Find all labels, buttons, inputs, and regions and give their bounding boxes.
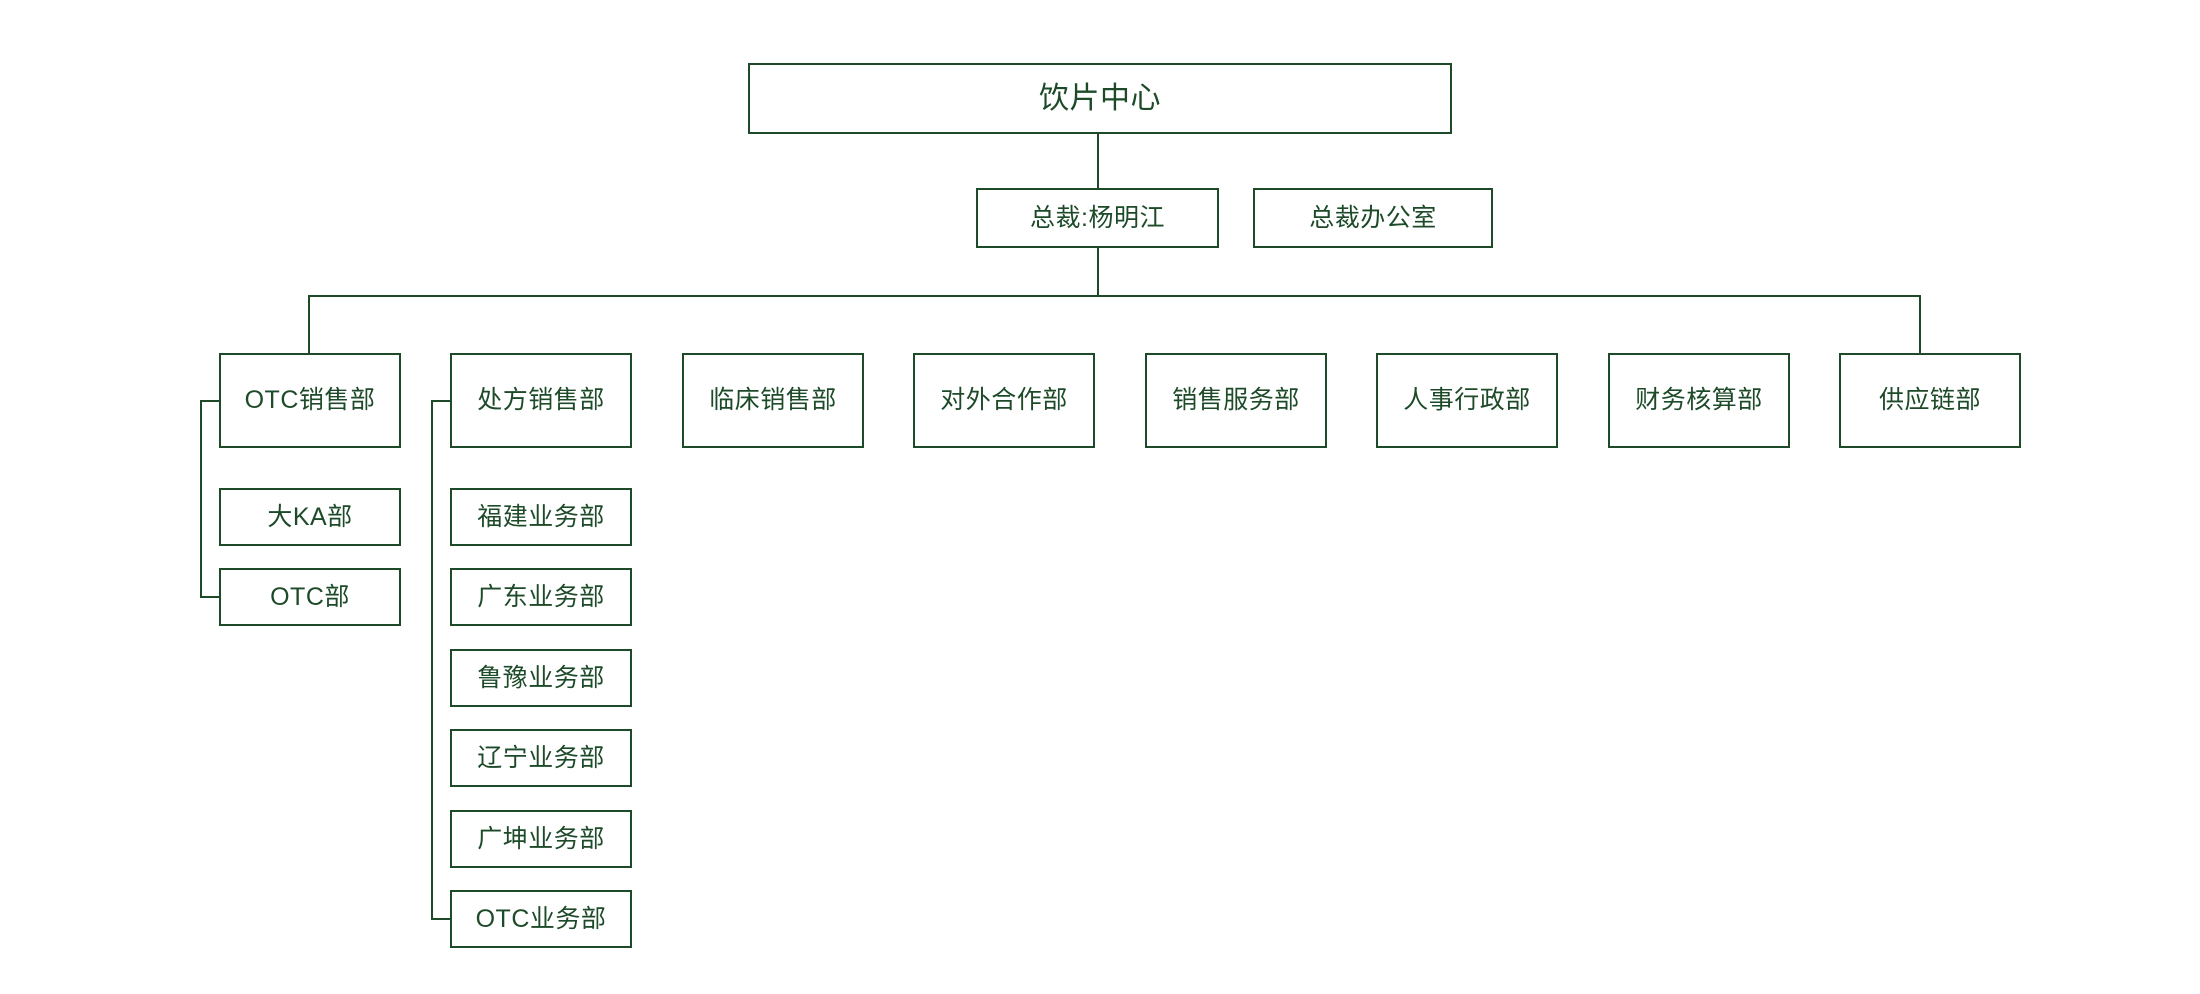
org-node-president[interactable]: 总裁:杨明江 [976, 188, 1219, 248]
org-node-label: 广东业务部 [477, 582, 605, 611]
org-node-label: 广坤业务部 [477, 824, 605, 853]
org-node-dept-rx-sales[interactable]: 处方销售部 [450, 353, 632, 448]
org-node-label: 辽宁业务部 [477, 743, 605, 772]
org-node-label: 总裁办公室 [1309, 203, 1437, 232]
org-node-label: OTC业务部 [475, 904, 607, 933]
org-node-label: 供应链部 [1878, 386, 1981, 414]
connector-president-to-bus [1097, 248, 1099, 296]
connector-root-to-president [1097, 134, 1099, 189]
org-node-dept-clinical-sales[interactable]: 临床销售部 [682, 353, 864, 448]
org-node-label: 人事行政部 [1403, 386, 1531, 414]
org-node-label: 饮片中心 [1039, 81, 1161, 115]
org-node-label: 财务核算部 [1635, 386, 1763, 414]
org-node-label: 处方销售部 [477, 386, 605, 414]
org-node-dept-hr-admin[interactable]: 人事行政部 [1376, 353, 1558, 448]
org-node-label: 临床销售部 [709, 386, 837, 414]
org-node-label: 大KA部 [267, 502, 353, 531]
connector-bus-drop-supply-chain [1919, 295, 1921, 354]
org-node-label: 销售服务部 [1172, 386, 1300, 414]
org-node-sub-liaoning[interactable]: 辽宁业务部 [450, 729, 632, 787]
org-node-dept-external-coop[interactable]: 对外合作部 [913, 353, 1095, 448]
org-node-label: 福建业务部 [477, 502, 605, 531]
connector-rx-branch-trunk [431, 400, 433, 919]
org-node-sub-fujian[interactable]: 福建业务部 [450, 488, 632, 546]
org-node-dept-otc-sales[interactable]: OTC销售部 [219, 353, 401, 448]
org-node-sub-big-ka[interactable]: 大KA部 [219, 488, 401, 546]
connector-otc-branch-trunk [200, 400, 202, 598]
org-node-president-office[interactable]: 总裁办公室 [1253, 188, 1493, 248]
connector-rx-branch-elbow [431, 918, 452, 920]
org-node-sub-luyu[interactable]: 鲁豫业务部 [450, 649, 632, 707]
org-node-sub-guangkun[interactable]: 广坤业务部 [450, 810, 632, 868]
org-node-sub-otc-business[interactable]: OTC业务部 [450, 890, 632, 948]
org-node-sub-guangdong[interactable]: 广东业务部 [450, 568, 632, 626]
connector-bus-drop-otc-sales [308, 295, 310, 354]
org-node-dept-finance[interactable]: 财务核算部 [1608, 353, 1790, 448]
org-node-label: 总裁:杨明江 [1030, 203, 1165, 232]
org-node-dept-supply-chain[interactable]: 供应链部 [1839, 353, 2021, 448]
org-node-sub-otc[interactable]: OTC部 [219, 568, 401, 626]
org-node-label: OTC销售部 [244, 386, 376, 414]
org-node-dept-sales-service[interactable]: 销售服务部 [1145, 353, 1327, 448]
org-node-label: OTC部 [270, 582, 350, 611]
org-node-label: 对外合作部 [940, 386, 1068, 414]
connector-rx-branch-stub [431, 400, 452, 402]
org-node-label: 鲁豫业务部 [477, 663, 605, 692]
connector-level2-bus [308, 295, 1920, 297]
org-node-root[interactable]: 饮片中心 [748, 63, 1452, 134]
connector-otc-branch-elbow [200, 596, 221, 598]
connector-otc-branch-stub [200, 400, 221, 402]
